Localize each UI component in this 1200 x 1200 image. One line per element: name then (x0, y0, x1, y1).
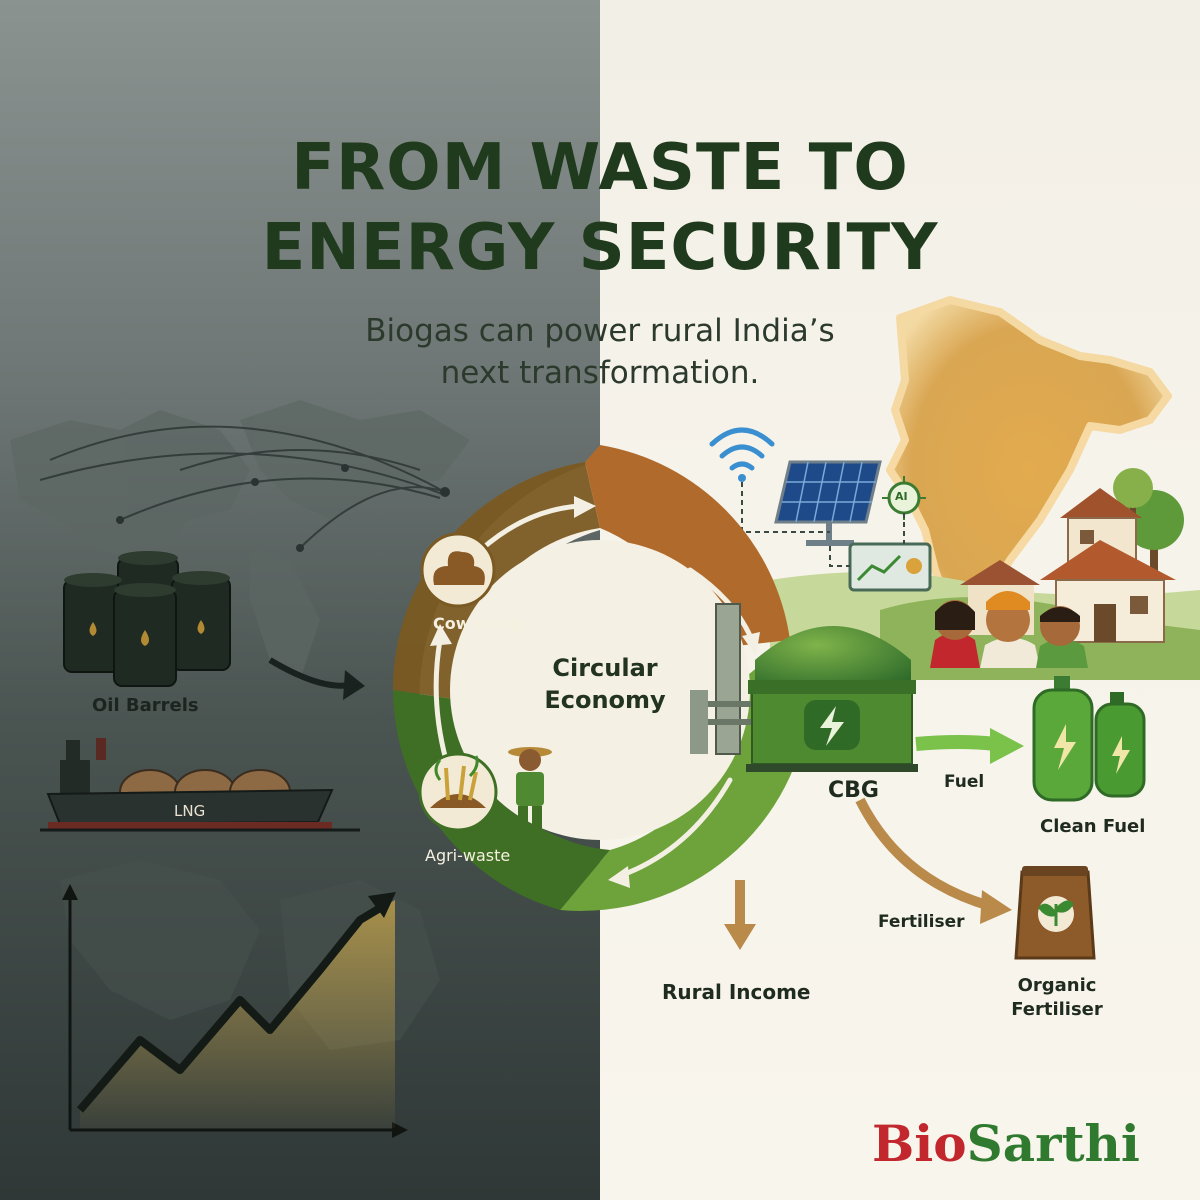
subtitle: Biogas can power rural India’s next tran… (0, 310, 1200, 394)
cbg-plant-icon (690, 603, 918, 772)
oil-barrels-icon (63, 551, 231, 687)
ai-label: AI (895, 490, 908, 503)
cow-dung-label: Cow dung (433, 614, 522, 633)
fertiliser-label: Fertiliser (878, 912, 965, 932)
world-map (10, 400, 470, 680)
organic-fertiliser-line-1: Organic (1017, 975, 1097, 996)
subtitle-line-2: next transformation. (440, 355, 760, 391)
circular-economy-label: Circular Economy (540, 652, 670, 716)
cycle-arrows (433, 503, 755, 879)
wifi-icon (709, 427, 775, 471)
organic-fertiliser-line-2: Fertiliser (1011, 999, 1103, 1020)
agri-waste-icon (418, 752, 498, 832)
subtitle-line-1: Biogas can power rural India’s (365, 313, 835, 349)
lng-ship-icon (40, 738, 360, 832)
oil-barrels-label: Oil Barrels (92, 695, 199, 716)
cow-dung-icon (420, 532, 496, 608)
lng-label: LNG (174, 802, 206, 820)
solar-panel-icon (774, 460, 882, 546)
fuel-arrow (915, 728, 1024, 764)
circular-economy-line-1: Circular (552, 654, 658, 682)
organic-fertiliser-label: Organic Fertiliser (1002, 974, 1112, 1022)
farmer-icon (508, 747, 552, 832)
ai-chip-icon (882, 476, 926, 520)
brand-logo: BioSarthi (872, 1114, 1140, 1173)
title-line-2: ENERGY SECURITY (261, 211, 939, 285)
flow-arrow (268, 657, 351, 689)
dashboard-icon (848, 542, 932, 592)
fuel-label: Fuel (944, 772, 985, 792)
fertiliser-arrow (855, 797, 1012, 924)
title-line-1: FROM WASTE TO (291, 131, 909, 205)
agri-waste-label: Agri-waste (425, 846, 511, 865)
rural-income-arrow (724, 880, 756, 950)
cbg-label: CBG (828, 778, 879, 803)
circular-economy-line-2: Economy (544, 686, 666, 714)
page-title: FROM WASTE TO ENERGY SECURITY (0, 128, 1200, 288)
trade-routes (39, 425, 446, 549)
brand-part-1: Bio (872, 1114, 967, 1173)
india-map (886, 296, 1172, 644)
price-trend-chart (62, 884, 408, 1138)
trade-nodes (116, 464, 450, 552)
clean-fuel-label: Clean Fuel (1040, 816, 1146, 837)
people-icon (930, 591, 1088, 668)
brand-part-2: Sarthi (966, 1114, 1140, 1173)
rural-income-label: Rural Income (662, 980, 811, 1004)
fertiliser-bag-icon (1014, 866, 1096, 960)
gas-cylinder-icon (1032, 676, 1146, 802)
